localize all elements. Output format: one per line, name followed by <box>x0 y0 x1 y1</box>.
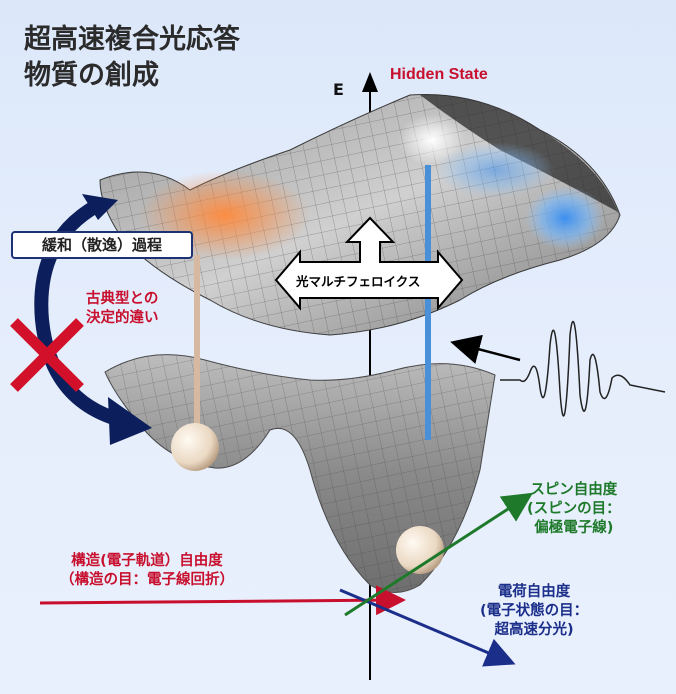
charge-axis-arrow <box>339 588 516 667</box>
lower-potential-surface <box>104 354 496 593</box>
structure-axis-line-2: （構造の目：電子線回折） <box>60 572 234 588</box>
light-pulse-arrow <box>450 334 521 364</box>
cyan-transition-glow <box>435 142 555 198</box>
energy-axis-label: E <box>333 80 344 99</box>
classical-difference-label: 古典型との 決定的違い <box>86 290 159 328</box>
light-pulse-wave <box>500 320 666 417</box>
relaxation-arrowhead-top <box>82 194 118 220</box>
right-well-ball <box>396 526 444 574</box>
charge-axis-line-3: 超高速分光) <box>494 622 574 638</box>
charge-axis-line-2: (電子状態の目： <box>480 603 589 619</box>
multiferroics-label: 光マルチフェロイクス <box>296 274 421 289</box>
multiferroics-cross-arrow <box>274 216 464 311</box>
relaxation-curved-arrow <box>34 198 123 427</box>
page-title: 超高速複合光応答 物質の創成 <box>24 22 240 94</box>
title-line-2: 物質の創成 <box>24 60 159 91</box>
spin-axis-arrow <box>344 492 534 617</box>
charge-axis-label: 電荷自由度 (電子状態の目： 超高速分光) <box>480 583 588 640</box>
spin-axis-line-1: スピン自由度 <box>530 482 618 498</box>
blue-excitation-glow <box>525 186 605 250</box>
title-line-1: 超高速複合光応答 <box>24 24 240 55</box>
spin-axis-line-2: (スピンの目： <box>527 501 621 517</box>
classical-difference-line-2: 決定的違い <box>86 310 159 326</box>
left-well-ball <box>171 423 219 471</box>
charge-axis-line-1: 電荷自由度 <box>497 584 571 600</box>
relaxation-process-box: 緩和（散逸）過程 <box>11 231 193 259</box>
relaxation-arrowhead <box>108 397 152 445</box>
structure-axis-arrow <box>39 585 406 616</box>
energy-axis-arrowhead <box>362 72 378 92</box>
hidden-state-label: Hidden State <box>390 66 488 83</box>
structure-axis-line-1: 構造(電子軌道）自由度 <box>71 553 223 569</box>
red-cross-mark <box>10 318 84 392</box>
structure-axis-label: 構造(電子軌道）自由度 （構造の目：電子線回折） <box>60 552 234 590</box>
spin-axis-label: スピン自由度 (スピンの目： 偏極電子線) <box>527 481 621 538</box>
spin-axis-line-3: 偏極電子線) <box>534 520 614 536</box>
classical-difference-line-1: 古典型との <box>86 291 159 307</box>
